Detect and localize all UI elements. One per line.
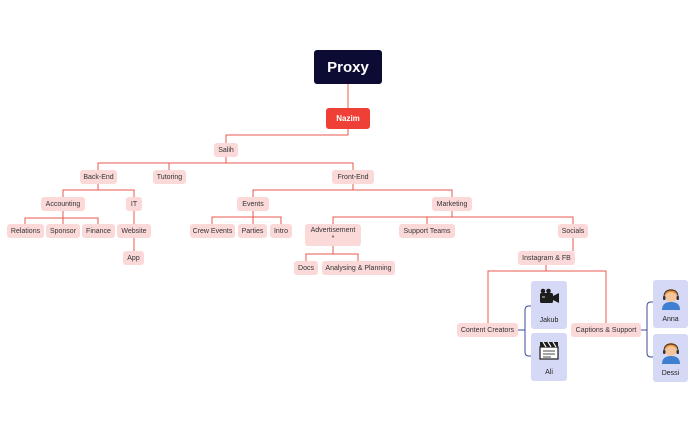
- root-label: Proxy: [327, 58, 369, 76]
- node-accounting[interactable]: Accounting: [41, 197, 85, 211]
- node-app[interactable]: App: [123, 251, 144, 265]
- node-socials[interactable]: Socials: [558, 224, 588, 238]
- node-relations[interactable]: Relations: [7, 224, 44, 238]
- support-agent-icon: [661, 289, 680, 310]
- person-card-dessi[interactable]: Dessi: [653, 334, 688, 382]
- node-instagram-fb[interactable]: Instagram & FB: [518, 251, 575, 265]
- person-name-dessi: Dessi: [661, 370, 680, 377]
- person-card-jakub[interactable]: Jakub: [531, 281, 567, 329]
- person-name-ali: Ali: [545, 369, 553, 376]
- advertisement-mark: *: [331, 235, 335, 242]
- node-front-end[interactable]: Front-End: [332, 170, 374, 184]
- advertisement-label: Advertisement: [310, 227, 356, 234]
- person-name-anna: Anna: [662, 316, 679, 323]
- video-camera-icon: [540, 288, 559, 303]
- person-card-anna[interactable]: Anna: [653, 280, 688, 328]
- node-salih[interactable]: Salih: [214, 143, 238, 157]
- person-card-ali[interactable]: Ali: [531, 333, 567, 381]
- node-website[interactable]: Website: [117, 224, 151, 238]
- person-name-jakub: Jakub: [539, 317, 559, 324]
- root-node-proxy[interactable]: Proxy: [314, 50, 382, 84]
- node-events[interactable]: Events: [237, 197, 269, 211]
- support-agent-icon: [661, 343, 680, 364]
- node-crew-events[interactable]: Crew Events: [190, 224, 235, 238]
- node-parties[interactable]: Parties: [238, 224, 267, 238]
- lead-label: Nazim: [336, 114, 360, 123]
- node-marketing[interactable]: Marketing: [432, 197, 472, 211]
- node-intro[interactable]: Intro: [270, 224, 292, 238]
- node-back-end[interactable]: Back-End: [80, 170, 117, 184]
- node-tutoring[interactable]: Tutoring: [153, 170, 186, 184]
- node-sponsor[interactable]: Sponsor: [46, 224, 80, 238]
- node-content-creators[interactable]: Content Creators: [457, 323, 518, 337]
- node-finance[interactable]: Finance: [82, 224, 115, 238]
- lead-node-nazim[interactable]: Nazim: [326, 108, 370, 129]
- node-captions-support[interactable]: Captions & Support: [571, 323, 641, 337]
- node-it[interactable]: IT: [126, 197, 142, 211]
- node-analysing-planning[interactable]: Analysing & Planning: [322, 261, 395, 275]
- node-support-teams[interactable]: Support Teams: [399, 224, 455, 238]
- clapperboard-icon: [539, 341, 559, 360]
- node-docs[interactable]: Docs: [294, 261, 318, 275]
- node-advertisement[interactable]: Advertisement *: [305, 224, 361, 246]
